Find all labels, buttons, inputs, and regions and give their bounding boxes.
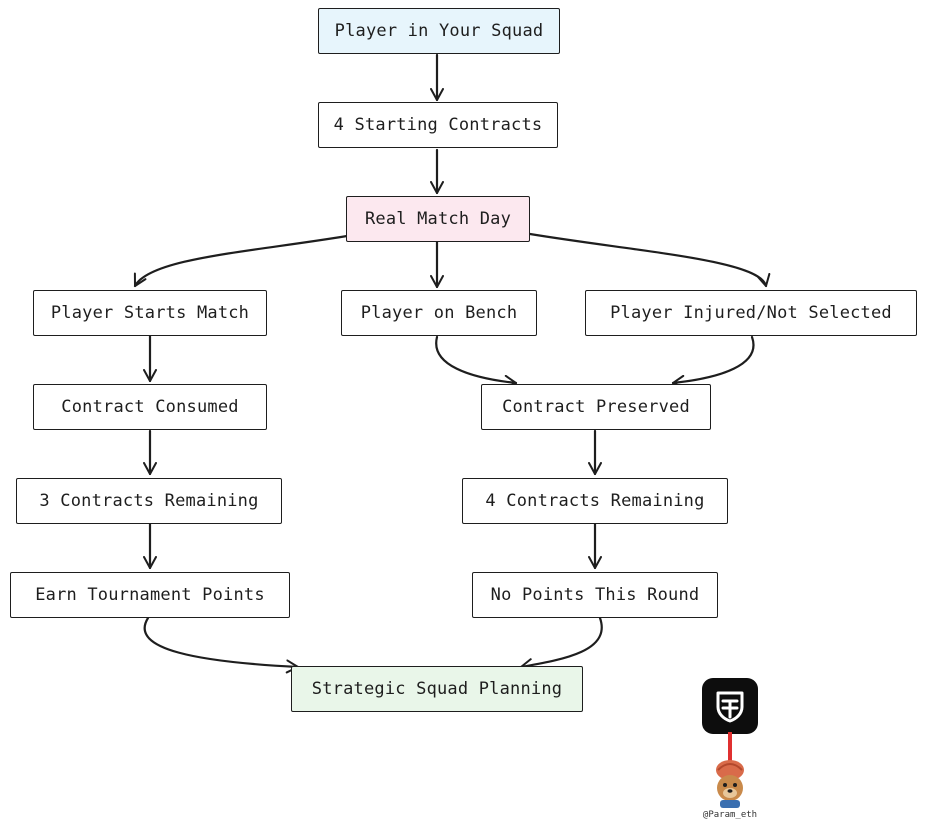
node-starting-contracts: 4 Starting Contracts — [318, 102, 558, 148]
node-no-points: No Points This Round — [472, 572, 718, 618]
node-earn-tournament-points: Earn Tournament Points — [10, 572, 290, 618]
arrow-injured-to-preserved — [671, 335, 755, 389]
arrow-earn-to-planning — [143, 616, 300, 674]
node-player-starts-match: Player Starts Match — [33, 290, 267, 336]
node-strategic-squad-planning: Strategic Squad Planning — [291, 666, 583, 712]
author-handle: @Param_eth — [702, 810, 758, 820]
arrow-nopoints-to-planning — [519, 616, 603, 672]
node-player-injured: Player Injured/Not Selected — [585, 290, 917, 336]
arrow-matchday-to-injured — [528, 232, 771, 288]
dog-avatar-icon — [716, 760, 744, 808]
shield-logo-icon — [702, 678, 758, 734]
arrow-bench-to-preserved — [435, 335, 518, 389]
node-player-in-squad: Player in Your Squad — [318, 8, 560, 54]
node-3-contracts-remaining: 3 Contracts Remaining — [16, 478, 282, 524]
arrow-matchday-to-starts — [133, 234, 349, 288]
node-4-contracts-remaining: 4 Contracts Remaining — [462, 478, 728, 524]
node-player-on-bench: Player on Bench — [341, 290, 537, 336]
node-contract-preserved: Contract Preserved — [481, 384, 711, 430]
node-contract-consumed: Contract Consumed — [33, 384, 267, 430]
logo-cord — [728, 732, 732, 766]
node-real-match-day: Real Match Day — [346, 196, 530, 242]
